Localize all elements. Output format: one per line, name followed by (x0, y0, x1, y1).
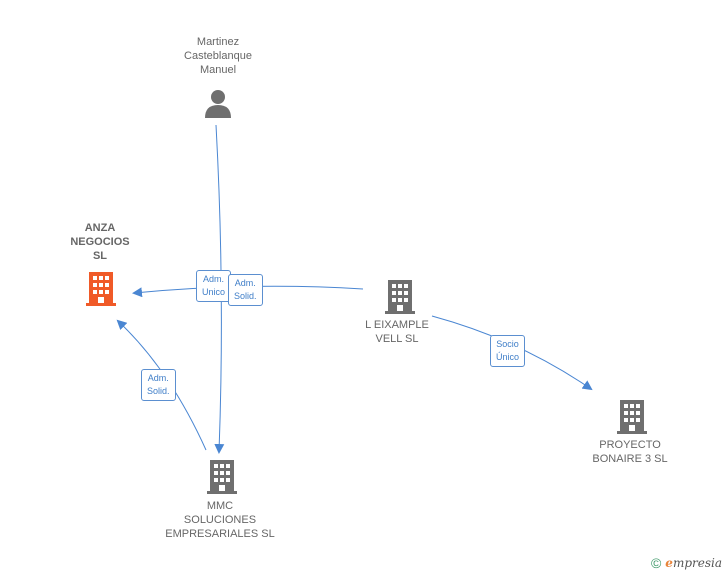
edge-label-mmc-anza[interactable]: Adm. Solid. (141, 369, 176, 401)
node-label-bonaire: PROYECTO BONAIRE 3 SL (592, 439, 668, 465)
edge-label-person-anza[interactable]: Adm. Unico (196, 270, 232, 302)
node-label-person: Martinez Casteblanque Manuel (184, 36, 252, 76)
copyright-icon: © (650, 555, 662, 571)
building-icon[interactable] (86, 272, 116, 306)
building-icon[interactable] (617, 400, 647, 434)
building-icon[interactable] (385, 280, 415, 314)
node-label-eixample: L EIXAMPLE VELL SL (365, 319, 429, 345)
edge-label-eixample-anza[interactable]: Adm. Solid. (228, 274, 263, 306)
person-icon[interactable] (203, 88, 233, 118)
building-icon[interactable] (207, 460, 237, 494)
edge-label-eixample-bonaire[interactable]: Socio Único (490, 335, 526, 367)
brand-logo: empresia (665, 556, 722, 570)
node-label-anza: ANZA NEGOCIOS SL (70, 222, 130, 262)
footer-brand: © empresia (651, 555, 722, 571)
node-label-mmc: MMC SOLUCIONES EMPRESARIALES SL (165, 500, 275, 540)
